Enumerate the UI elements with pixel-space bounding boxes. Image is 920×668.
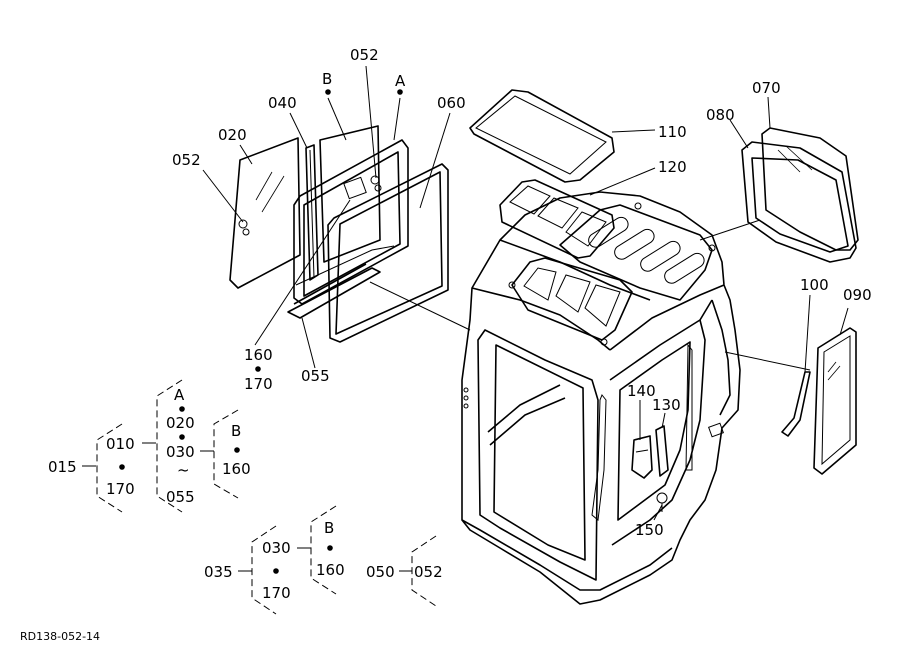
- label-150: 150: [635, 521, 664, 539]
- group-030-b: 030: [262, 539, 291, 557]
- rear-window-glass: [761, 127, 859, 251]
- group-170-b: 170: [262, 584, 291, 602]
- front-upper-glass: [229, 137, 301, 289]
- label-110: 110: [658, 123, 687, 141]
- bottom-seal-rail: [287, 263, 381, 319]
- label-130: 130: [652, 396, 681, 414]
- group-010: 010: [106, 435, 135, 453]
- callout-labels: 020 040 B 052 A 060 052 110 120 080 070 …: [172, 46, 872, 539]
- assembly-group-tree: 015 010 170 A 020 030 ~ 055 B 160 035 03…: [48, 379, 443, 615]
- group-a: A: [174, 386, 185, 404]
- roof-glass-panel: [469, 89, 615, 183]
- group-b-2: B: [324, 519, 334, 537]
- group-050: 050: [366, 563, 395, 581]
- group-052: 052: [414, 563, 443, 581]
- label-052-left: 052: [172, 151, 201, 169]
- label-040: 040: [268, 94, 297, 112]
- label-160: 160: [244, 346, 273, 364]
- leader-lines: [202, 65, 849, 521]
- group-160-a: 160: [222, 460, 251, 478]
- label-b-top: B: [322, 70, 332, 88]
- group-160-b: 160: [316, 561, 345, 579]
- group-030-a: 030: [166, 443, 195, 461]
- label-080: 080: [706, 106, 735, 124]
- label-060: 060: [437, 94, 466, 112]
- drawing-code: RD138-052-14: [20, 630, 100, 643]
- label-090: 090: [843, 286, 872, 304]
- group-055: 055: [166, 488, 195, 506]
- side-window-seal: [781, 371, 811, 437]
- rear-window-frame: [741, 141, 857, 263]
- label-100: 100: [800, 276, 829, 294]
- side-window-glass: [813, 327, 857, 475]
- label-140: 140: [627, 382, 656, 400]
- label-070: 070: [752, 79, 781, 97]
- group-b-1: B: [231, 422, 241, 440]
- group-035: 035: [204, 563, 233, 581]
- group-tilde: ~: [177, 461, 190, 479]
- group-170-a: 170: [106, 480, 135, 498]
- roof-seal: [499, 179, 615, 259]
- door-lock-parts: [631, 425, 669, 512]
- label-052-top: 052: [350, 46, 379, 64]
- sliding-glass: [319, 125, 382, 263]
- window-frame: [293, 139, 409, 305]
- group-015: 015: [48, 458, 77, 476]
- group-020: 020: [166, 414, 195, 432]
- label-170: 170: [244, 375, 273, 393]
- cab-body: [461, 191, 741, 605]
- label-020: 020: [218, 126, 247, 144]
- label-055: 055: [301, 367, 330, 385]
- label-a-top: A: [395, 72, 406, 90]
- glass-channel-strip: [305, 144, 319, 281]
- label-120: 120: [658, 158, 687, 176]
